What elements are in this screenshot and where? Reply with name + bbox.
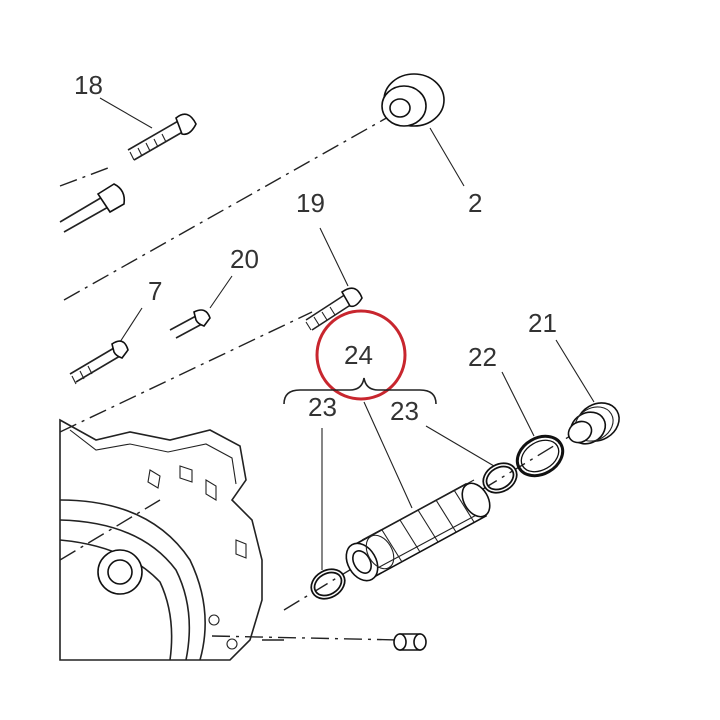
bolt-left <box>59 183 126 233</box>
bolt-18 <box>127 113 197 161</box>
cap-2 <box>381 73 445 127</box>
group-brace <box>283 377 437 405</box>
callout-22: 22 <box>468 342 497 372</box>
callout-20: 20 <box>230 244 259 274</box>
o-ring-23-right <box>482 462 518 494</box>
callout-19: 19 <box>296 188 325 218</box>
strainer-24 <box>345 479 491 582</box>
callout-18: 18 <box>74 70 103 100</box>
bolt-20 <box>169 309 211 339</box>
dowel-pin <box>393 633 427 651</box>
callout-23-right: 23 <box>390 396 419 426</box>
callout-21: 21 <box>528 308 557 338</box>
o-ring-23-left <box>310 568 346 600</box>
callout-7: 7 <box>148 276 162 306</box>
callout-2: 2 <box>468 188 482 218</box>
highlight-circle <box>315 309 407 401</box>
callout-24: 24 <box>344 340 373 370</box>
bolt-19 <box>305 287 363 331</box>
assembly-axes <box>59 115 581 641</box>
leader-lines <box>99 97 595 570</box>
seal-22 <box>515 434 565 478</box>
engine-case <box>59 418 284 661</box>
bolt-7 <box>69 340 129 385</box>
plug-21 <box>567 402 620 445</box>
callout-23-left: 23 <box>308 392 337 422</box>
